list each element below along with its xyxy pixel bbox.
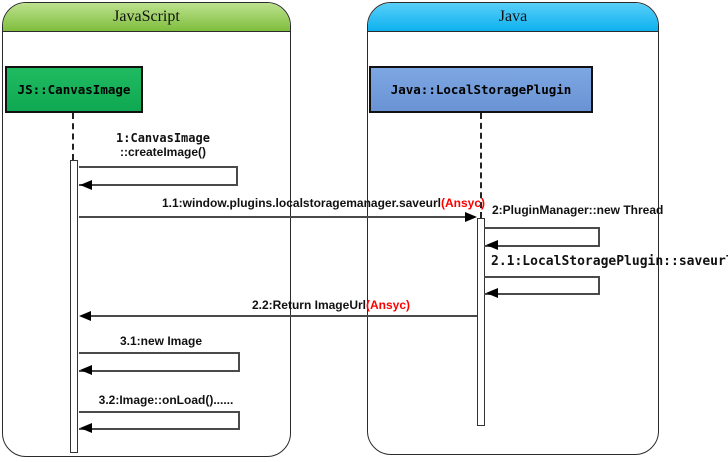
message-2-1-arrowhead-icon bbox=[486, 288, 498, 298]
frame-java-header: Java bbox=[368, 3, 658, 32]
message-1-1-text: 1.1:window.plugins.localstoragemanager.s… bbox=[162, 196, 441, 210]
message-2-1-label: 2.1:LocalStoragePlugin::saveurl bbox=[491, 254, 728, 269]
message-1-label-line2: ::createImage() bbox=[119, 145, 207, 159]
message-2-1-self-loop bbox=[484, 276, 600, 295]
message-3-2-label: 3.2:Image::onLoad()...... bbox=[98, 393, 234, 407]
message-2-arrowhead-icon bbox=[486, 240, 498, 250]
lifeline-js-canvasimage bbox=[72, 113, 74, 160]
message-1-arrowhead-icon bbox=[80, 180, 92, 190]
message-3-2-arrowhead-icon bbox=[80, 423, 92, 433]
object-label-js-canvasimage: JS::CanvasImage bbox=[17, 82, 131, 97]
object-box-java-localstorageplugin: Java::LocalStoragePlugin bbox=[369, 66, 593, 113]
activation-bar-java bbox=[477, 218, 485, 426]
message-1-label-line1: 1:CanvasImage bbox=[116, 131, 210, 145]
message-1-1-arrowhead-icon bbox=[465, 212, 477, 222]
object-label-java-localstorageplugin: Java::LocalStoragePlugin bbox=[390, 82, 572, 97]
message-2-2-async-tag: (Ansyc) bbox=[365, 298, 410, 312]
frame-javascript-header: JavaScript bbox=[3, 3, 290, 32]
message-3-1-label: 3.1:new Image bbox=[119, 334, 203, 348]
message-1-1-async-tag: (Ansyc) bbox=[440, 196, 485, 210]
message-2-self-loop bbox=[484, 227, 600, 247]
message-3-1-self-loop bbox=[79, 352, 240, 372]
message-2-2-label: 2.2:Return ImageUrl(Ansyc) bbox=[160, 298, 410, 312]
message-1-self-loop bbox=[79, 166, 238, 186]
message-2-label: 2:PluginManager::new Thread bbox=[492, 203, 664, 217]
message-2-2-text: 2.2:Return ImageUrl bbox=[251, 298, 366, 312]
activation-bar-js bbox=[70, 160, 78, 453]
message-1-1-label: 1.1:window.plugins.localstoragemanager.s… bbox=[162, 196, 485, 210]
object-box-js-canvasimage: JS::CanvasImage bbox=[5, 66, 143, 113]
message-3-2-self-loop bbox=[79, 411, 240, 430]
message-2-2-arrowhead-icon bbox=[79, 311, 91, 321]
message-1-1-line bbox=[79, 216, 469, 218]
frame-java-title: Java bbox=[498, 8, 528, 25]
frame-javascript-title: JavaScript bbox=[113, 8, 180, 25]
message-2-2-line bbox=[90, 315, 477, 317]
message-3-1-arrowhead-icon bbox=[80, 365, 92, 375]
lifeline-java-localstorageplugin bbox=[480, 113, 482, 218]
